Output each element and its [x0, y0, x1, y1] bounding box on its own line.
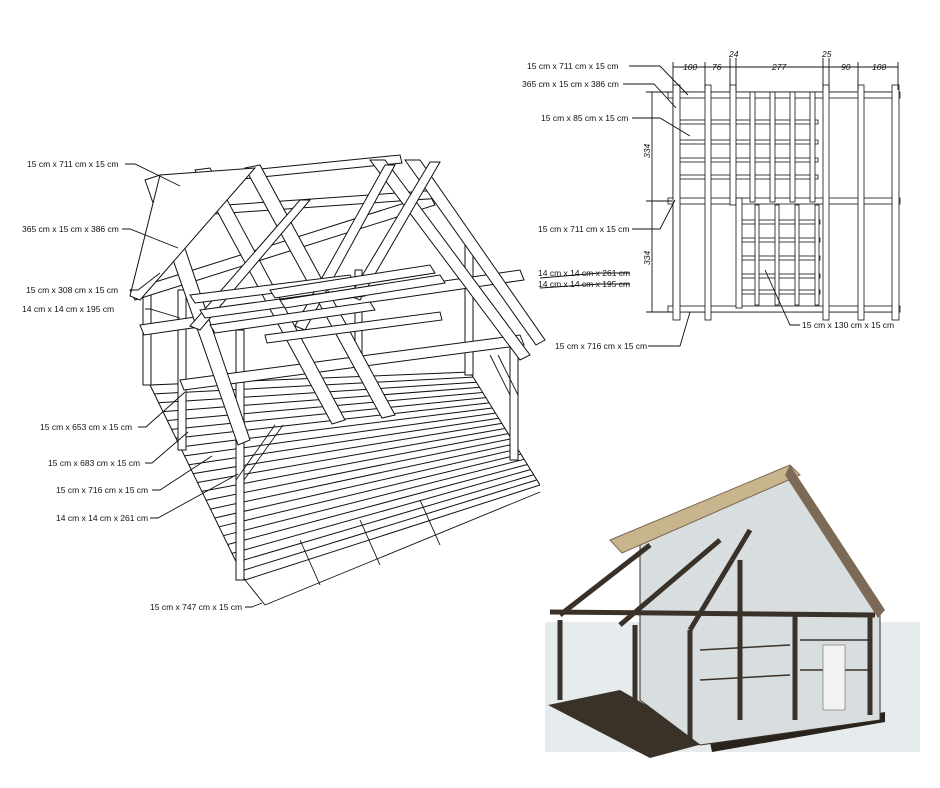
floor-board	[210, 443, 515, 510]
plan-label: 15 cm x 711 cm x 15 cm	[527, 61, 618, 71]
plan-label: 15 cm x 716 cm x 15 cm	[555, 341, 647, 351]
plan-label: 14 cm x 14 cm x 261 cm	[538, 268, 630, 278]
iso-label: 14 cm x 14 cm x 195 cm	[22, 304, 114, 314]
iso-label: 15 cm x 653 cm x 15 cm	[40, 422, 132, 432]
iso-label: 15 cm x 308 cm x 15 cm	[26, 285, 118, 295]
plan-label: 14 cm x 14 cm x 195 cm	[538, 279, 630, 289]
plan-label: 15 cm x 130 cm x 15 cm	[802, 320, 894, 330]
floor-deck	[149, 371, 546, 606]
iso-label: 15 cm x 747 cm x 15 cm	[150, 602, 242, 612]
floor-board	[218, 453, 522, 528]
plan-view	[646, 58, 901, 321]
iso-leaders	[122, 163, 263, 608]
plan-dim: 24	[728, 49, 739, 59]
plan-leaders	[539, 65, 800, 347]
iso-label: 15 cm x 711 cm x 15 cm	[27, 159, 118, 169]
plan-dim: 90	[841, 62, 851, 72]
floor-board	[193, 422, 502, 475]
plan-dim: 108	[872, 62, 886, 72]
plan-label: 15 cm x 85 cm x 15 cm	[541, 113, 628, 123]
floor-board	[223, 458, 525, 537]
iso-label: 14 cm x 14 cm x 261 cm	[56, 513, 148, 523]
isometric-frame-drawing	[129, 154, 546, 606]
plan-dimensions: 100 76 277 90 108 24 25 334 334	[642, 49, 886, 265]
iso-label: 15 cm x 716 cm x 15 cm	[56, 485, 148, 495]
plan-dim: 277	[771, 62, 786, 72]
plan-label: 15 cm x 711 cm x 15 cm	[538, 224, 629, 234]
plan-labels: 15 cm x 711 cm x 15 cm 365 cm x 15 cm x …	[522, 61, 894, 351]
plan-dim: 334	[642, 251, 652, 265]
plan-dim: 100	[683, 62, 697, 72]
floor-board	[214, 448, 518, 519]
floor-board	[236, 474, 534, 563]
plan-label: 365 cm x 15 cm x 386 cm	[522, 79, 619, 89]
iso-label: 15 cm x 683 cm x 15 cm	[48, 458, 140, 468]
rendered-house	[540, 455, 926, 758]
floor-board	[180, 407, 493, 448]
floor-board	[231, 469, 531, 554]
rafters	[129, 159, 546, 446]
mezzanine-joists	[189, 264, 446, 344]
floor-board	[227, 463, 528, 546]
plan-dim: 25	[821, 49, 832, 59]
floor-board	[240, 479, 537, 572]
plan-dim: 76	[712, 62, 722, 72]
floor-board	[201, 433, 509, 492]
iso-labels: 15 cm x 711 cm x 15 cm 365 cm x 15 cm x …	[22, 159, 242, 612]
plan-dim: 334	[642, 144, 652, 158]
floor-board	[206, 438, 512, 501]
braces	[235, 354, 519, 481]
iso-label: 365 cm x 15 cm x 386 cm	[22, 224, 119, 234]
